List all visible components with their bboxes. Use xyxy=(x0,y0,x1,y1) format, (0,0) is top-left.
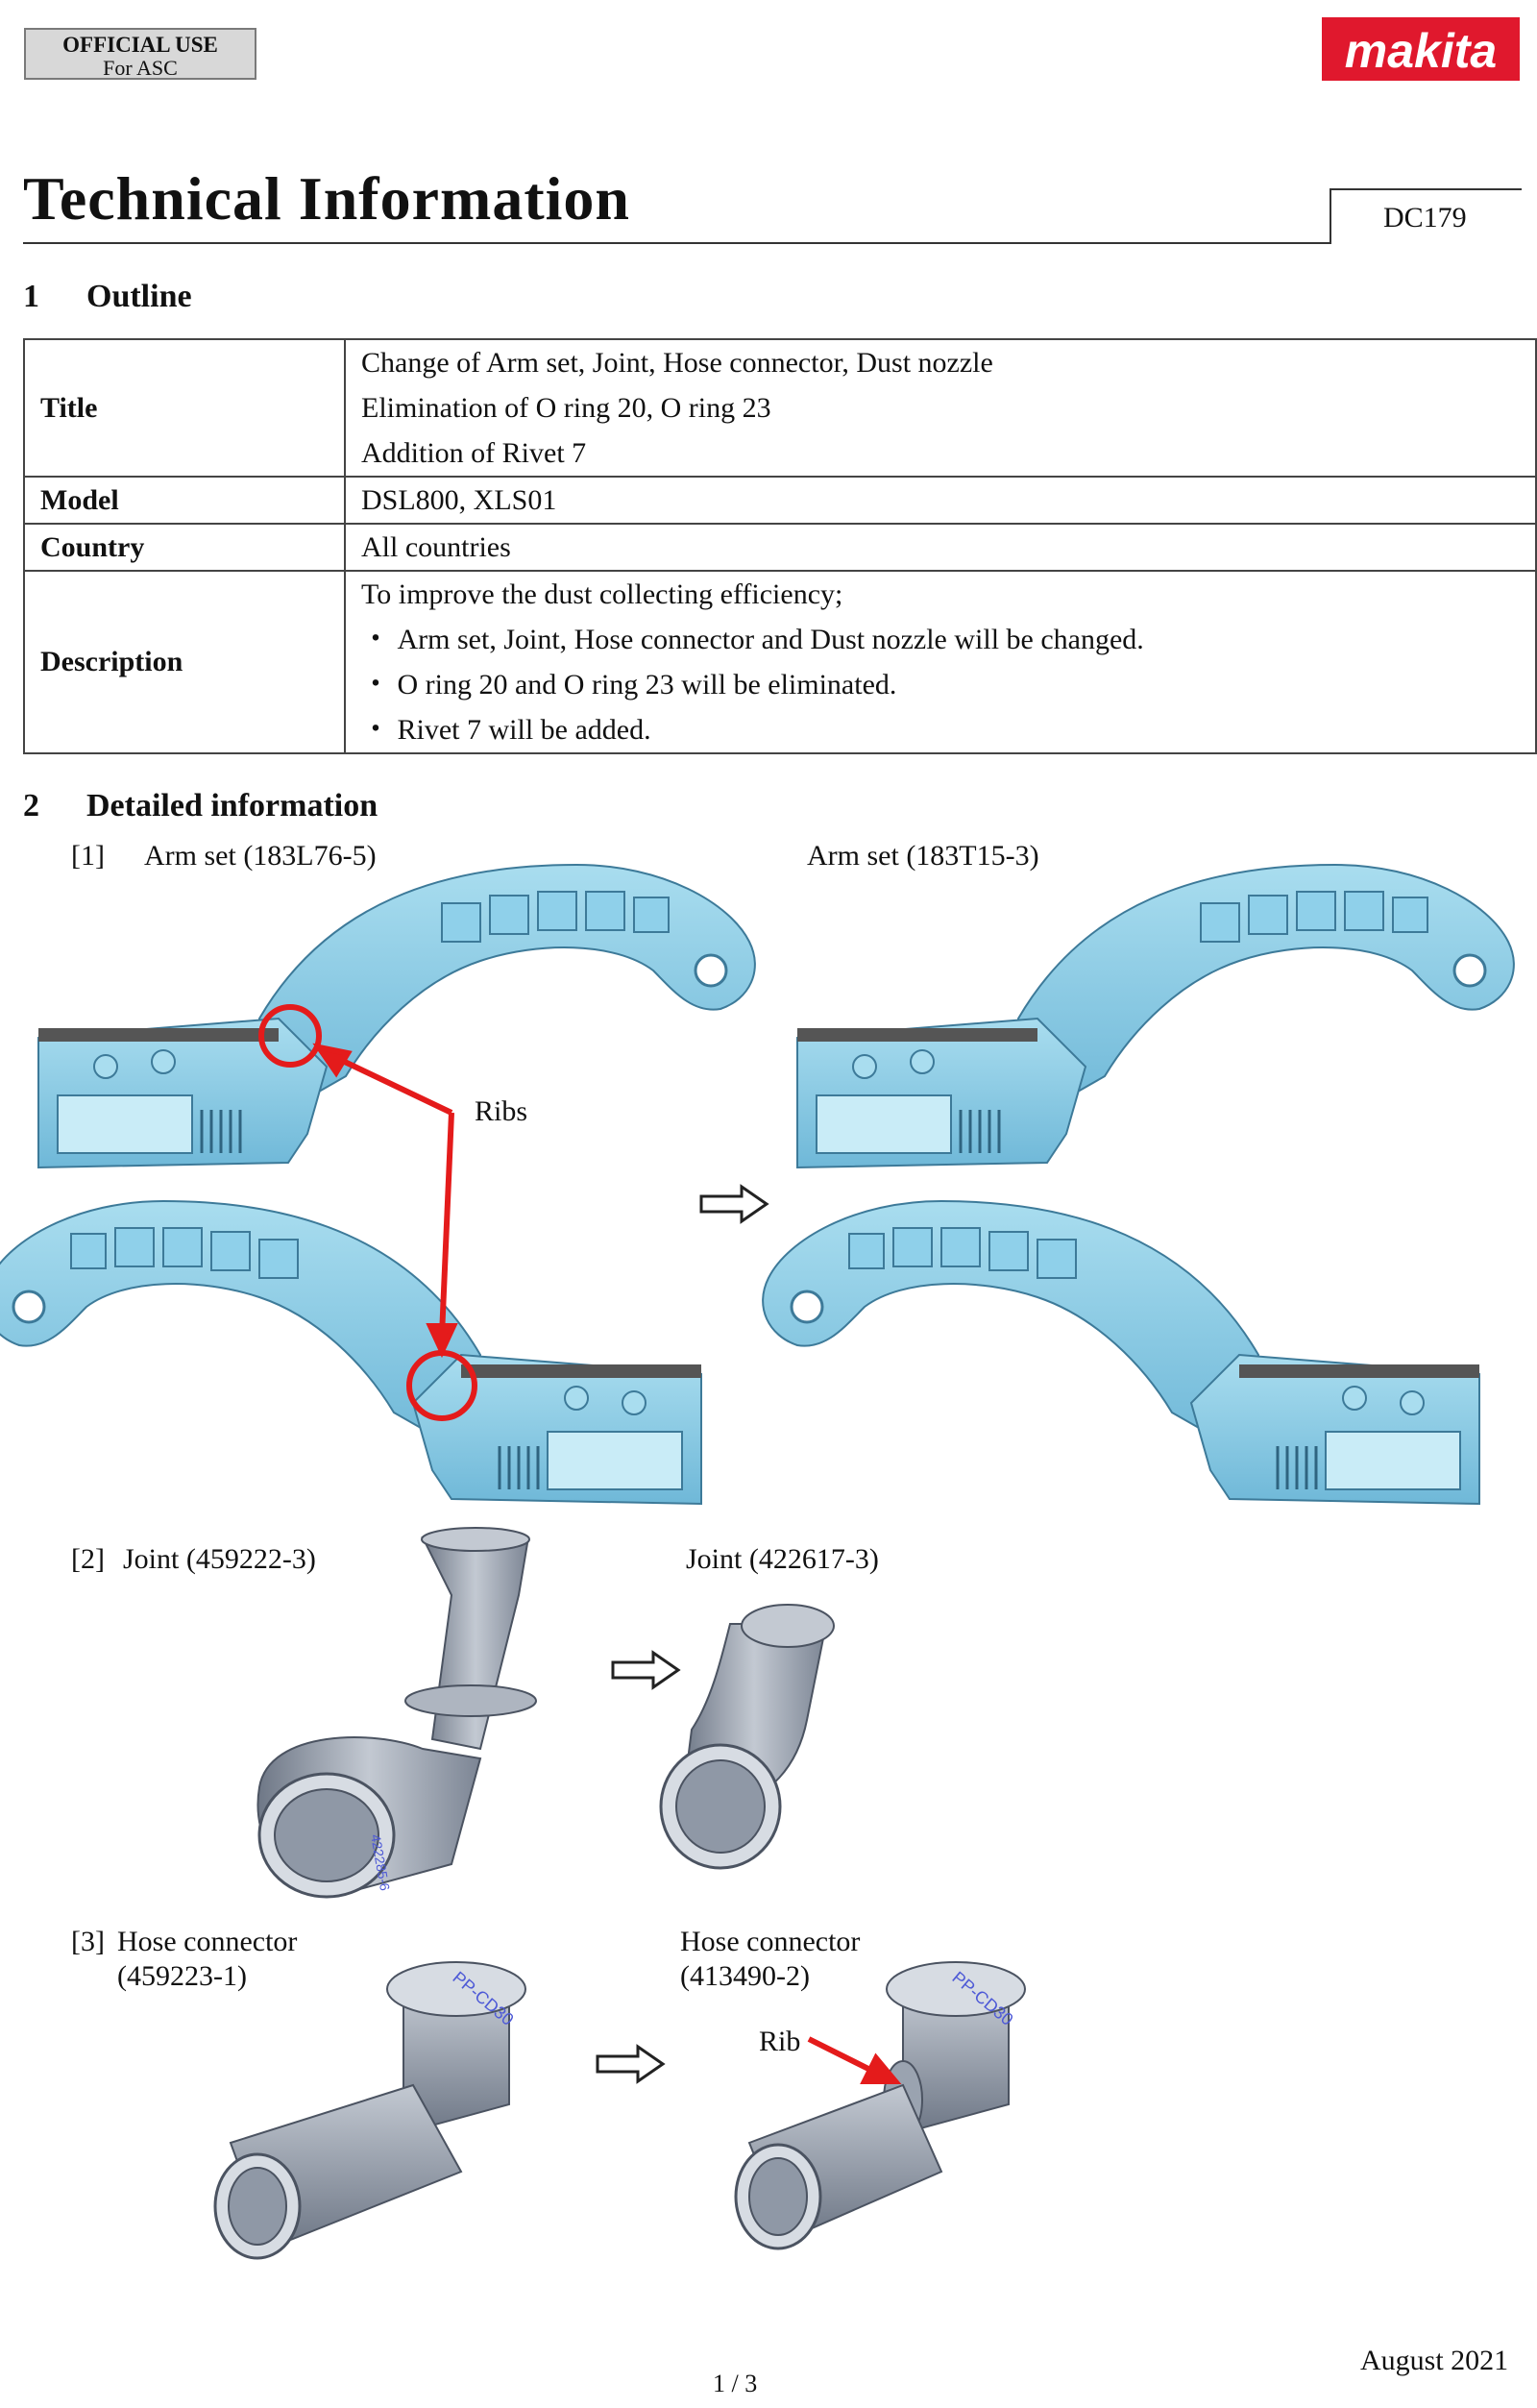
title-line: Addition of Rivet 7 xyxy=(361,437,587,469)
arrow-right-icon xyxy=(611,1650,681,1690)
old-joint-label: Joint (459222-3) xyxy=(123,1543,316,1575)
description-line: ・ Rivet 7 will be added. xyxy=(361,714,651,746)
rib-circle-top xyxy=(258,1004,322,1068)
new-hose-connector-label-line2: (413490-2) xyxy=(680,1960,810,1992)
section-1-number: 1 xyxy=(23,279,39,314)
old-arm-set-top-view xyxy=(37,863,757,1169)
logo-background xyxy=(1322,17,1520,81)
model-value: DSL800, XLS01 xyxy=(344,476,1537,525)
table-row: Country All countries xyxy=(23,523,1537,572)
new-arm-set-bottom-view xyxy=(761,1199,1481,1506)
hose-connector-illustrations: PP-CD30 PP-CD30 xyxy=(213,1961,1026,2260)
official-use-badge: OFFICIAL USE For ASC xyxy=(24,28,256,80)
title-underline xyxy=(23,242,1330,244)
issue-date: August 2021 xyxy=(1360,2345,1509,2376)
doc-number-box xyxy=(1330,188,1522,244)
new-arm-set-label: Arm set (183T15-3) xyxy=(807,840,1039,872)
new-arm-set-top-view xyxy=(795,863,1516,1169)
table-row: Description To improve the dust collecti… xyxy=(23,570,1537,754)
new-hose-connector-part: PP-CD30 xyxy=(734,1961,1026,2250)
description-value: To improve the dust collecting efficienc… xyxy=(344,570,1537,754)
arm-set-illustrations xyxy=(0,863,1516,1506)
item-3-index: [3] xyxy=(71,1926,105,1957)
new-joint-part xyxy=(659,1604,835,1870)
country-value: All countries xyxy=(344,523,1537,572)
country-label: Country xyxy=(23,523,346,572)
logo-text: makita xyxy=(1345,24,1497,78)
description-line: ・ O ring 20 and O ring 23 will be elimin… xyxy=(361,669,897,700)
table-row: Model DSL800, XLS01 xyxy=(23,476,1537,525)
table-row: Title Change of Arm set, Joint, Hose con… xyxy=(23,338,1537,478)
section-2-number: 2 xyxy=(23,788,39,823)
description-line: To improve the dust collecting efficienc… xyxy=(361,578,843,610)
outline-table: Title Change of Arm set, Joint, Hose con… xyxy=(23,338,1537,754)
arrow-right-icon xyxy=(699,1184,769,1224)
old-arm-set-bottom-view xyxy=(0,1199,703,1506)
arrow-right-icon xyxy=(596,2044,666,2084)
doc-number: DC179 xyxy=(1383,202,1467,233)
old-hose-connector-label-line1: Hose connector xyxy=(117,1926,298,1957)
old-arm-set-label: Arm set (183L76-5) xyxy=(144,840,377,872)
ribs-callout-label: Ribs xyxy=(475,1095,528,1127)
ribs-callout-arrows xyxy=(312,1043,458,1359)
for-asc-label: For ASC xyxy=(103,56,178,80)
old-hose-connector-part: PP-CD30 xyxy=(213,1961,526,2260)
rib-callout-arrow xyxy=(807,2036,902,2084)
section-1-heading: Outline xyxy=(86,279,192,314)
item-2-index: [2] xyxy=(71,1543,105,1575)
page-number: 1 / 3 xyxy=(713,2370,758,2397)
title-value: Change of Arm set, Joint, Hose connector… xyxy=(344,338,1537,478)
joint-illustrations: 422285-6 xyxy=(256,1527,835,1899)
title-line: Change of Arm set, Joint, Hose connector… xyxy=(361,347,993,379)
official-use-label: OFFICIAL USE xyxy=(62,33,218,57)
rib-callout-label: Rib xyxy=(759,2026,801,2057)
page-title: Technical Information xyxy=(23,164,630,233)
makita-logo: makita xyxy=(1322,17,1520,81)
old-joint-part: 422285-6 xyxy=(256,1527,537,1899)
description-label: Description xyxy=(23,570,346,754)
new-hose-connector-label-line1: Hose connector xyxy=(680,1926,861,1957)
section-2-heading: Detailed information xyxy=(86,788,378,823)
old-hose-connector-label-line2: (459223-1) xyxy=(117,1960,247,1992)
new-joint-label: Joint (422617-3) xyxy=(686,1543,879,1575)
title-label: Title xyxy=(23,338,346,478)
model-label: Model xyxy=(23,476,346,525)
description-line: ・ Arm set, Joint, Hose connector and Dus… xyxy=(361,624,1144,655)
item-1-index: [1] xyxy=(71,840,105,872)
title-line: Elimination of O ring 20, O ring 23 xyxy=(361,392,771,424)
